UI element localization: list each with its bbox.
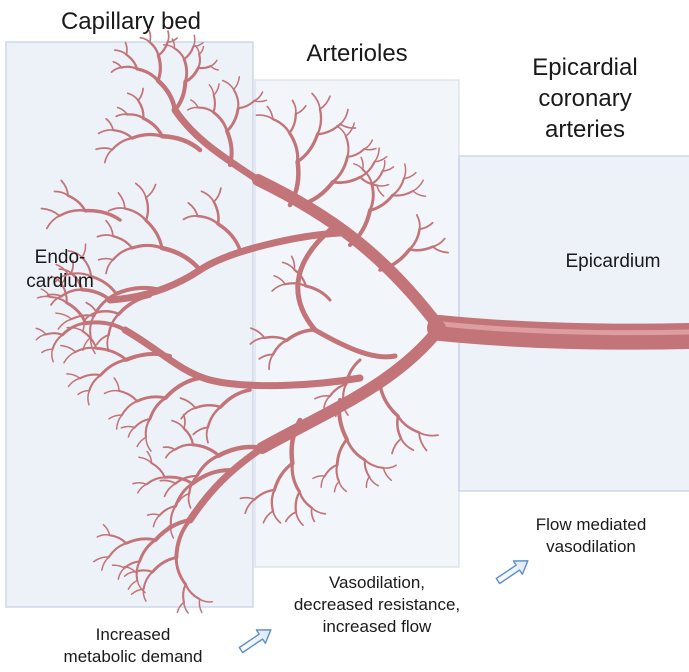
arterioles-title: Arterioles	[272, 38, 442, 69]
epicardial-arteries-title: Epicardial coronary arteries	[500, 52, 670, 145]
epicardial-title-line3: arteries	[500, 114, 670, 145]
flow-mediated-line2: vasodilation	[496, 536, 686, 558]
capillary-bed-title: Capillary bed	[26, 6, 236, 37]
vasodilation-line1: Vasodilation,	[262, 572, 492, 594]
vasodilation-line3: increased flow	[262, 616, 492, 638]
epicardial-title-line2: coronary	[500, 83, 670, 114]
arrow-vasodilation-to-flow-mediated	[494, 554, 533, 587]
endocardium-label-line1: Endo-	[10, 246, 110, 270]
vasodilation-line2: decreased resistance,	[262, 594, 492, 616]
endocardium-label-line2: cardium	[10, 270, 110, 294]
vasodilation-note: Vasodilation, decreased resistance, incr…	[262, 572, 492, 638]
endocardium-label: Endo- cardium	[10, 246, 110, 294]
epicardium-label: Epicardium	[548, 250, 678, 274]
flow-mediated-note: Flow mediated vasodilation	[496, 514, 686, 558]
metabolic-line2: metabolic demand	[38, 646, 228, 668]
epicardial-title-line1: Epicardial	[500, 52, 670, 83]
flow-mediated-line1: Flow mediated	[496, 514, 686, 536]
metabolic-demand-note: Increased metabolic demand	[38, 624, 228, 668]
capillary-bed-zone	[6, 42, 253, 607]
metabolic-line1: Increased	[38, 624, 228, 646]
